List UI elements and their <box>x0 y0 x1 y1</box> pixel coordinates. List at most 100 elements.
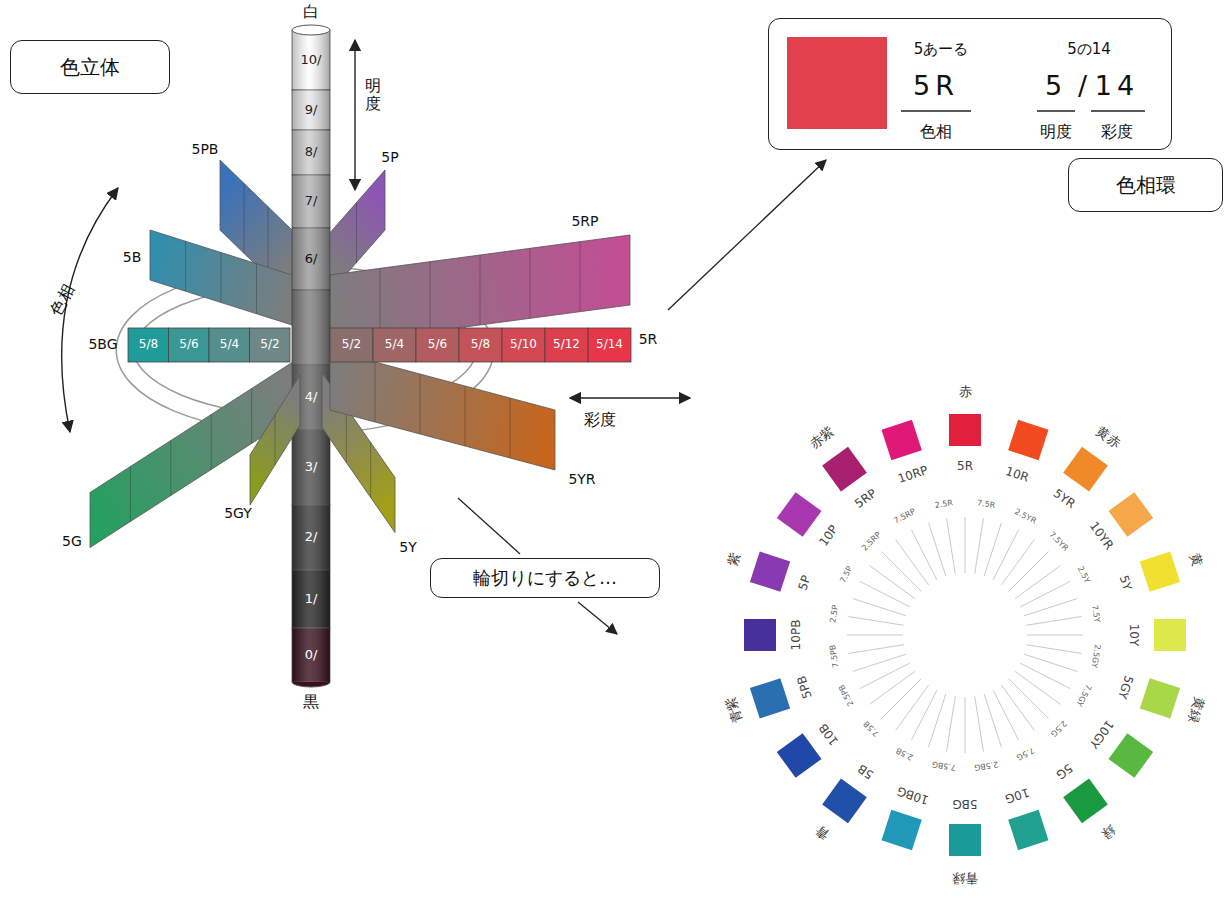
value-label: 9/ <box>305 103 318 117</box>
hue-code: 5RP <box>853 487 880 511</box>
hue-code: 10PB <box>790 620 803 651</box>
hue-name: 青 <box>813 822 832 841</box>
hue-blade <box>330 350 555 470</box>
hue-spoke <box>882 679 922 719</box>
chroma-step <box>356 203 357 263</box>
hue-label: 5BG <box>88 337 117 352</box>
hue-swatch <box>949 414 981 446</box>
hue-code: 5Y <box>1116 574 1133 592</box>
chroma-label: 5/14 <box>596 338 623 351</box>
value-label: 白 <box>303 3 319 21</box>
hue-tick-label: 2.5B <box>895 745 915 761</box>
notation: / <box>1078 70 1092 101</box>
hue-label: 5P <box>381 150 398 165</box>
hue-code: 5YR <box>1050 487 1077 511</box>
hue-tick-label: 2.5P <box>829 605 840 624</box>
hue-spoke <box>896 685 929 730</box>
hue-name: 黄赤 <box>1093 425 1122 452</box>
hue-spoke <box>1020 663 1070 688</box>
chroma-step <box>185 241 186 291</box>
title-callout: 色立体 <box>10 40 170 94</box>
reading: 5の14 <box>1067 40 1111 59</box>
chroma-step <box>530 248 531 318</box>
notation-box: 5あーる5の145R5/14色相明度彩度 <box>768 18 1172 150</box>
value-label: 7/ <box>305 194 318 208</box>
chroma-cell <box>416 328 459 362</box>
notation-caption: 明度 <box>1040 122 1072 143</box>
hue-tick-label: 2.5GY <box>1089 643 1101 668</box>
hue-swatch <box>744 619 776 651</box>
cylinder-shade <box>292 30 330 682</box>
value-label: 0/ <box>305 648 318 662</box>
callout-text: 色相環 <box>1116 172 1176 199</box>
hue-swatch <box>881 420 921 460</box>
chroma-step <box>130 467 131 522</box>
callout-text: 色立体 <box>60 54 120 81</box>
hue-tick-label: 2.5PB <box>838 683 856 708</box>
callout-text: 輪切りにすると… <box>473 566 617 590</box>
note-callout: 輪切りにすると… <box>430 558 660 598</box>
hue-swatch <box>1063 447 1108 492</box>
hue-spoke <box>965 697 966 753</box>
hue-tick-label: 7.5G <box>1014 744 1035 760</box>
hue-spoke <box>993 530 1018 580</box>
hue-code: 5PB <box>795 674 815 700</box>
hue-label: 5PB <box>192 142 219 157</box>
hue-name: 緑 <box>1098 822 1117 841</box>
chroma-step <box>480 255 481 325</box>
hue-swatch <box>1140 551 1180 591</box>
hue-code: 10Y <box>1126 624 1139 647</box>
chroma-step <box>244 183 245 253</box>
chroma-step <box>370 443 371 498</box>
chroma-step <box>346 408 347 463</box>
hue-tick-label: 7.5Y <box>1090 605 1101 624</box>
hue-swatch <box>750 678 790 718</box>
hue-name: 青紫 <box>723 696 745 725</box>
hue-tick-label: 7.5PB <box>828 644 840 668</box>
hue-spoke <box>853 654 906 671</box>
hue-code: 10R <box>1004 465 1031 485</box>
underline <box>901 110 971 111</box>
chroma-label: 5/6 <box>428 338 447 351</box>
notation: 14 <box>1095 70 1139 101</box>
axis-label: 明度 <box>365 77 381 112</box>
chroma-cell <box>169 328 210 362</box>
hue-spoke <box>947 696 956 751</box>
title-callout: 色相環 <box>1068 158 1223 212</box>
cylinder-bottom <box>292 682 330 687</box>
notation-caption: 彩度 <box>1101 122 1133 143</box>
value-arrow <box>354 40 355 190</box>
hue-spoke <box>848 617 903 626</box>
hue-tick-label: 7.5GY <box>1073 682 1091 707</box>
hue-tick-label: 7.5BG <box>932 759 957 771</box>
hue-spoke <box>965 517 966 573</box>
hue-swatch <box>822 778 867 823</box>
hue-tick-label: 7.5RP <box>893 508 918 526</box>
chroma-cell <box>250 328 291 362</box>
hue-tick-label: 7.5B <box>862 719 881 738</box>
hue-spoke <box>1024 599 1077 616</box>
underline <box>1091 110 1145 111</box>
value-label: 1/ <box>305 592 318 606</box>
hue-spoke <box>1001 685 1034 730</box>
hue-code: 5BG <box>953 796 978 809</box>
hue-spoke <box>1015 566 1060 599</box>
hue-swatch <box>1108 492 1153 537</box>
chroma-step <box>375 362 376 422</box>
chroma-step <box>170 441 171 496</box>
notation-caption: 色相 <box>920 122 952 143</box>
chroma-label: 5/4 <box>385 338 404 351</box>
hue-spoke <box>870 671 915 704</box>
chroma-label: 5/2 <box>260 338 279 351</box>
hue-code: 10GY <box>1086 717 1115 750</box>
hue-code: 10B <box>817 720 841 747</box>
color-swatch <box>787 37 887 129</box>
hue-name: 青緑 <box>952 871 978 885</box>
hue-spoke <box>1026 617 1081 626</box>
chroma-step <box>221 253 222 303</box>
leader-line <box>458 498 520 554</box>
hue-spoke <box>1027 635 1083 636</box>
value-label: 3/ <box>305 460 318 474</box>
